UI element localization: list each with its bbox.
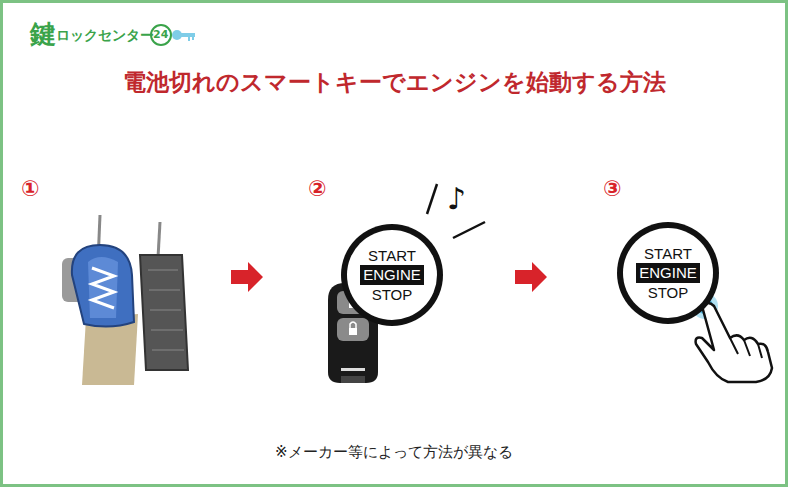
button-label: START bbox=[636, 245, 700, 262]
step-number: ③ bbox=[603, 177, 622, 201]
caption: ※メーカー等によって方法が異なる bbox=[275, 444, 513, 461]
engine-label: ENGINE bbox=[360, 265, 424, 284]
title: 電池切れのスマートキーでエンジンを始動する方法 bbox=[123, 70, 666, 95]
sound-note: ♪ bbox=[447, 182, 466, 215]
key-icon bbox=[151, 25, 195, 45]
step-arrow bbox=[515, 262, 547, 292]
sound-mark bbox=[427, 184, 437, 214]
start-button: STARTENGINE STOP bbox=[340, 223, 444, 327]
logo-mark: 鍵 bbox=[30, 20, 56, 49]
button-label: STOP bbox=[636, 284, 700, 301]
engine-row: ENGINE bbox=[636, 263, 700, 282]
step-number: ① bbox=[21, 177, 40, 201]
start-button: STARTENGINE STOP bbox=[616, 221, 720, 325]
engine-row: ENGINE bbox=[360, 265, 424, 284]
sound-mark bbox=[453, 222, 485, 238]
step-number: ② bbox=[308, 177, 327, 201]
logo-number: 24 bbox=[153, 29, 168, 41]
button-label-stack: STARTENGINE STOP bbox=[360, 247, 424, 303]
step-arrow bbox=[231, 262, 263, 292]
logo-text: ロックセンター bbox=[56, 28, 154, 43]
engine-label: ENGINE bbox=[636, 263, 700, 282]
button-label: START bbox=[360, 247, 424, 264]
button-label-stack: STARTENGINE STOP bbox=[636, 245, 700, 301]
pedal-illustration bbox=[62, 215, 188, 385]
button-label: STOP bbox=[360, 286, 424, 303]
